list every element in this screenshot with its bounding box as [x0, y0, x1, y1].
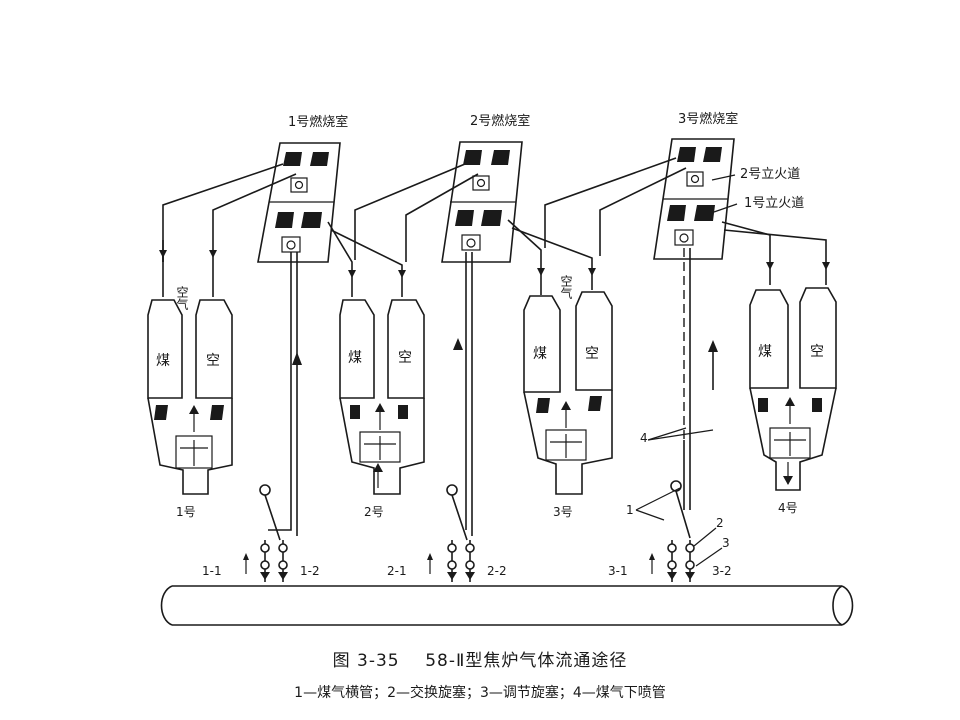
combustion-chamber-3: [653, 138, 735, 260]
figure-caption: 图 3-35 58-Ⅱ型焦炉气体流通途径: [0, 646, 960, 671]
combustion-chamber-1: [257, 142, 341, 263]
chamber-label-2: 2号燃烧室: [470, 113, 530, 129]
regenerator-air-label-4: 空: [810, 344, 824, 360]
pipe-label-1-1: 1-1: [202, 564, 222, 578]
regenerator-gas-label-3: 煤: [533, 346, 547, 362]
regenerator-number-2: 2号: [364, 505, 384, 519]
gas-main-pipe: [160, 585, 854, 626]
air-stream-label-3: 空气: [559, 275, 573, 299]
part-number-1: 1: [626, 503, 634, 517]
valve-assembly-2: [446, 484, 475, 582]
figure-title: 58-Ⅱ型焦炉气体流通途径: [425, 651, 628, 671]
leader-lines: [635, 174, 738, 567]
chamber-label-3: 3号燃烧室: [678, 111, 738, 127]
regenerator-air-label-2: 空: [398, 350, 412, 366]
regenerator-number-4: 4号: [778, 501, 798, 515]
part-number-2: 2: [716, 516, 724, 530]
regenerator-group-1: [147, 299, 233, 495]
regenerator-group-4: [749, 287, 837, 491]
pipe-label-3-1: 3-1: [608, 564, 628, 578]
regenerator-air-label-1: 空: [206, 353, 220, 369]
regenerator-number-1: 1号: [176, 505, 196, 519]
pipe-label-2-1: 2-1: [387, 564, 407, 578]
regenerator-group-3: [523, 291, 613, 495]
figure-legend: 1—煤气横管；2—交换旋塞；3—调节旋塞；4—煤气下喷管: [294, 685, 666, 701]
flow-lines: [159, 157, 830, 297]
gas-downspray-pipes: [268, 248, 718, 536]
regenerator-gas-label-1: 煤: [156, 353, 170, 369]
regenerator-group-2: [339, 299, 425, 495]
figure-number: 图 3-35: [332, 651, 400, 671]
part-number-4: 4: [640, 431, 648, 445]
regenerator-gas-label-4: 煤: [758, 344, 772, 360]
regenerator-gas-label-2: 煤: [348, 350, 362, 366]
regenerator-number-3: 3号: [553, 505, 573, 519]
valve-assembly-1: [259, 484, 288, 582]
combustion-chamber-2: [441, 141, 523, 263]
pipe-label-3-2: 3-2: [712, 564, 732, 578]
flue-label-1: 1号立火道: [744, 196, 804, 211]
regenerator-air-label-3: 空: [585, 346, 599, 362]
air-stream-label-1: 空气: [175, 286, 189, 310]
pipe-arrows: [243, 553, 655, 574]
chamber-label-1: 1号燃烧室: [288, 114, 348, 130]
part-number-3: 3: [722, 536, 730, 550]
pipe-label-2-2: 2-2: [487, 564, 507, 578]
pipe-label-1-2: 1-2: [300, 564, 320, 578]
flue-label-2: 2号立火道: [740, 167, 800, 182]
